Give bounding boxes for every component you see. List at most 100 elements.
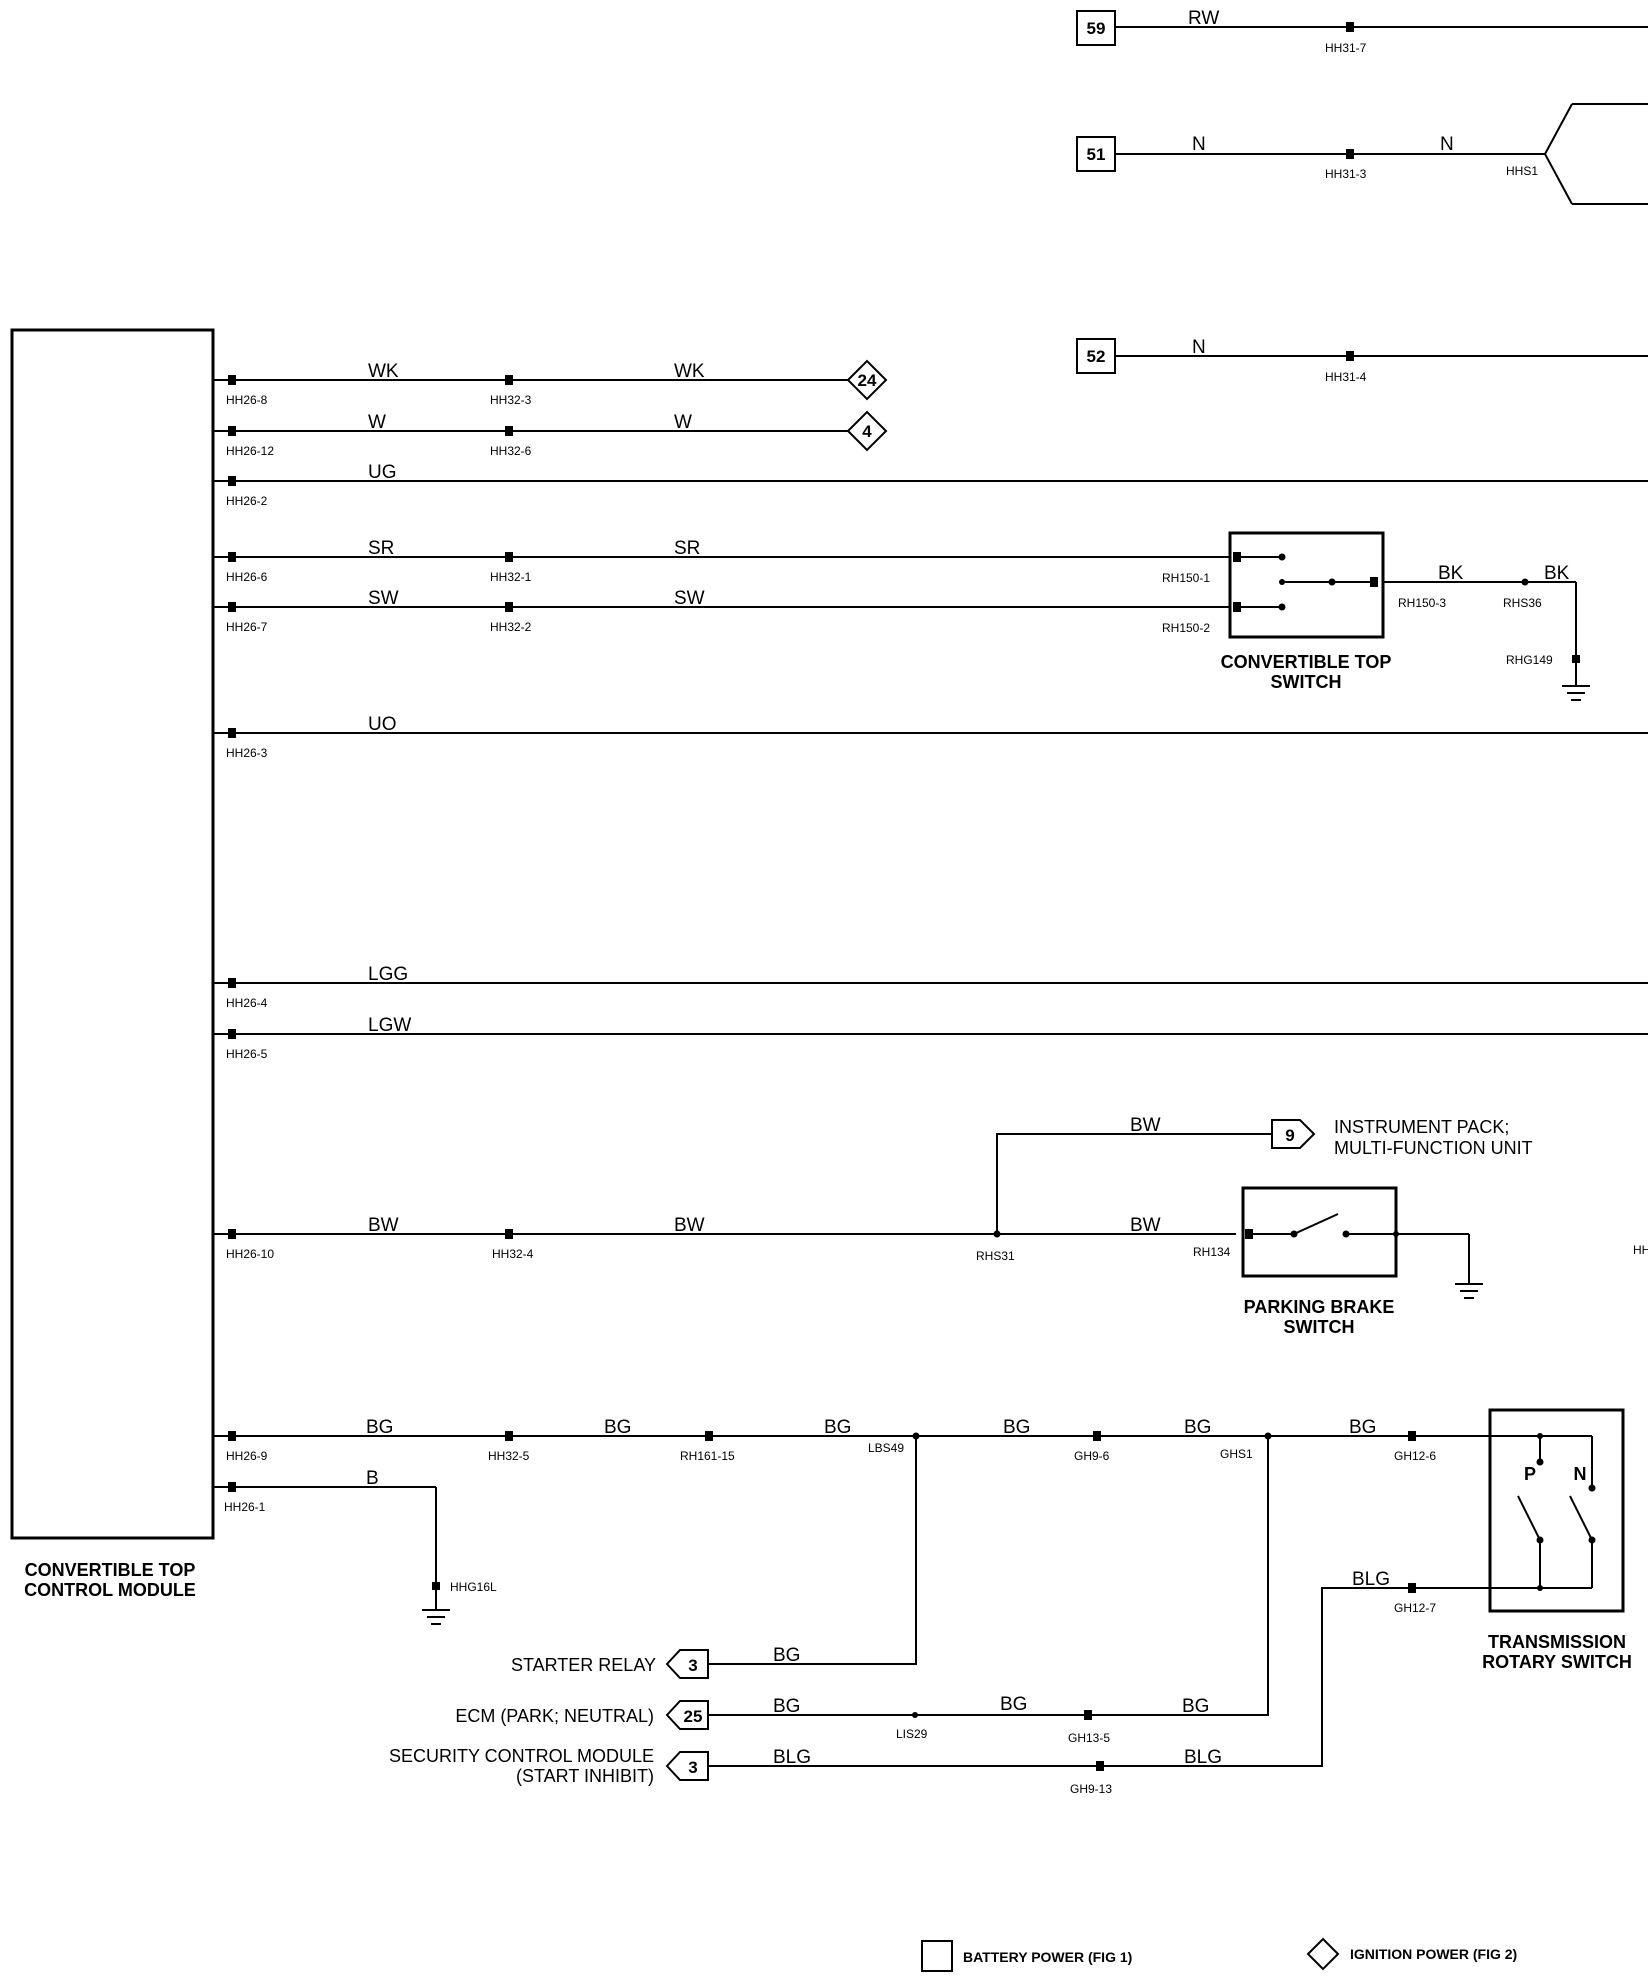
wire-label-bg: BG — [366, 1417, 393, 1438]
legend: BATTERY POWER (FIG 1) IGNITION POWER (FI… — [921, 1937, 1517, 1972]
switch-box — [1241, 1186, 1398, 1278]
ignition-arrow — [665, 1700, 709, 1730]
circuit-wk: HH26-8 HH32-3 WK WK 24 — [226, 359, 888, 407]
pin-hh26-3: HH26-3 — [226, 746, 268, 760]
wire-label-lgw: LGW — [368, 1015, 411, 1036]
splice-rhs36 — [1521, 578, 1529, 586]
connector — [1346, 351, 1354, 361]
pin-hh32-4: HH32-4 — [492, 1247, 534, 1261]
wire-label-bg: BG — [1000, 1694, 1027, 1715]
wire-label-sw: SW — [368, 588, 399, 609]
wire-label-blg: BLG — [1184, 1747, 1222, 1768]
module-label: CONVERTIBLE TOP — [25, 1560, 196, 1580]
pin-hh26-9: HH26-9 — [226, 1449, 268, 1463]
wire-label-sw: SW — [674, 588, 705, 609]
pin-hh32-1: HH32-1 — [490, 570, 532, 584]
circuit-uo: HH26-3 UO — [226, 714, 1648, 760]
module-pins — [213, 375, 236, 1492]
ref-52: 52 — [1087, 347, 1106, 366]
pin-gh13-5: GH13-5 — [1068, 1731, 1110, 1745]
ground-icon — [1562, 685, 1590, 701]
dest-ecm: 25 ECM (PARK; NEUTRAL) — [455, 1700, 709, 1730]
neutral-label: N — [1574, 1464, 1587, 1484]
wire-label-bw: BW — [1130, 1215, 1161, 1236]
pin-rh150-2: RH150-2 — [1162, 621, 1210, 635]
pin-rh150-3: RH150-3 — [1398, 596, 1446, 610]
pin-rh150-1: RH150-1 — [1162, 571, 1210, 585]
pin-ghs1: GHS1 — [1220, 1447, 1253, 1461]
switch-label: SWITCH — [1284, 1317, 1355, 1337]
pin-rh161-15: RH161-15 — [680, 1449, 735, 1463]
wire-label-bg: BG — [824, 1417, 851, 1438]
pin-hh32-6: HH32-6 — [490, 444, 532, 458]
ignition-power-ref-diamond — [846, 410, 888, 452]
battery-power-legend-icon — [921, 1940, 953, 1972]
dest-instrument-pack: MULTI-FUNCTION UNIT — [1334, 1138, 1533, 1158]
dest-label: SECURITY CONTROL MODULE — [389, 1746, 654, 1766]
module-label: CONTROL MODULE — [24, 1580, 196, 1600]
wire-label-b: B — [366, 1468, 379, 1489]
circuit-sr: HH26-6 HH32-1 SR SR — [226, 538, 1230, 584]
pin-gh12-7: GH12-7 — [1394, 1601, 1436, 1615]
wire-label-bg: BG — [773, 1696, 800, 1717]
ground-icon — [1455, 1283, 1483, 1299]
switch-box — [1488, 1408, 1625, 1613]
parking-brake-switch: RH134 PARKING BRAKE SWITCH HH — [1193, 1186, 1648, 1337]
dest-label: STARTER RELAY — [511, 1655, 656, 1675]
pin-gh9-13: GH9-13 — [1070, 1782, 1112, 1796]
pin-rhg149: RHG149 — [1506, 653, 1553, 667]
circuit-bw: HH26-10 HH32-4 BW BW BW RHS31 BW 9 INSTR… — [226, 1115, 1533, 1263]
convertible-top-switch: RH150-1 RH150-2 RH150-3 CONVERTIBLE TOP … — [1162, 531, 1590, 701]
pin-hh32-2: HH32-2 — [490, 620, 532, 634]
ref-25: 25 — [684, 1707, 703, 1726]
wire-label-bg: BG — [1182, 1696, 1209, 1717]
pin-hh26-6: HH26-6 — [226, 570, 268, 584]
pin-lbs49: LBS49 — [868, 1441, 904, 1455]
pin-rh134: RH134 — [1193, 1245, 1231, 1259]
circuit-ug: HH26-2 UG — [226, 462, 1648, 508]
ref-24: 24 — [858, 371, 877, 390]
pin-hh26-10: HH26-10 — [226, 1247, 274, 1261]
pin-lis29: LIS29 — [896, 1727, 928, 1741]
wire-label-ug: UG — [368, 462, 397, 483]
dest-instrument-pack: INSTRUMENT PACK; — [1334, 1117, 1509, 1137]
wire-label-n: N — [1192, 337, 1206, 358]
wire-label-blg: BLG — [773, 1747, 811, 1768]
dest-label: (START INHIBIT) — [516, 1766, 654, 1786]
switch-box — [1228, 531, 1385, 639]
wire-label-wk: WK — [368, 361, 399, 382]
wire-label-bk: BK — [1438, 563, 1464, 584]
module-box — [10, 328, 215, 1540]
ref-9: 9 — [1285, 1126, 1294, 1145]
switch-label: PARKING BRAKE — [1244, 1297, 1395, 1317]
circuit-lgg: HH26-4 LGG — [226, 964, 1648, 1010]
switch-label: ROTARY SWITCH — [1482, 1652, 1632, 1672]
wire-label-bg: BG — [1184, 1417, 1211, 1438]
connector — [1346, 22, 1354, 32]
legend-battery: BATTERY POWER (FIG 1) — [963, 1949, 1132, 1965]
circuit-59: 59 RW HH31-7 — [1076, 8, 1648, 55]
circuit-b: HH26-1 B HHG16L — [224, 1468, 497, 1625]
pin-hh26-12: HH26-12 — [226, 444, 274, 458]
switch-label: CONVERTIBLE TOP — [1221, 652, 1392, 672]
ref-3: 3 — [688, 1656, 697, 1675]
dest-label: ECM (PARK; NEUTRAL) — [455, 1706, 654, 1726]
ref-59: 59 — [1087, 19, 1106, 38]
pin-hh32-3: HH32-3 — [490, 393, 532, 407]
wire-label-lgg: LGG — [368, 964, 408, 985]
pin-hh31-3: HH31-3 — [1325, 167, 1367, 181]
ignition-arrow — [665, 1751, 709, 1781]
wire-label-w: W — [674, 412, 692, 433]
pin-hh26-4: HH26-4 — [226, 996, 268, 1010]
wire-label-uo: UO — [368, 714, 397, 735]
pin-hh31-7: HH31-7 — [1325, 41, 1367, 55]
circuit-bg: HH26-9 HH32-5 RH161-15 LBS49 GH9-6 GHS1 … — [226, 1417, 1436, 1745]
wire-label-bw: BW — [1130, 1115, 1161, 1136]
splice-hhs1 — [1543, 103, 1573, 205]
wire-label-sr: SR — [368, 538, 394, 559]
pin-hhs1: HHS1 — [1506, 164, 1538, 178]
circuit-w: HH26-12 HH32-6 W W 4 — [226, 410, 888, 458]
connector — [1346, 149, 1354, 159]
ground-icon — [422, 1609, 450, 1625]
convertible-top-control-module: CONVERTIBLE TOP CONTROL MODULE — [10, 328, 215, 1600]
